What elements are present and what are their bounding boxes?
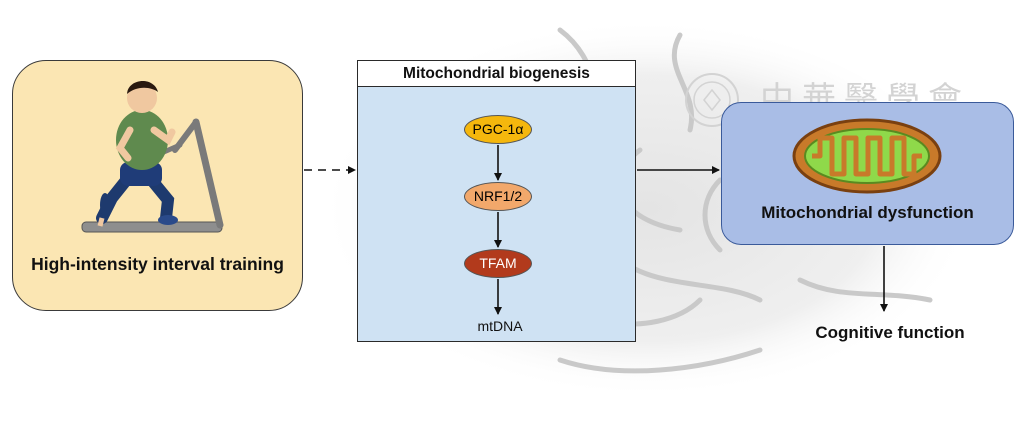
hiit-label: High-intensity interval training [31,254,284,274]
mtdna-label: mtDNA [477,318,523,334]
mitochondria-label: Mitochondrial dysfunction [761,203,974,222]
biogenesis-title: Mitochondrial biogenesis [357,60,636,87]
treadmill-runner-illustration [81,80,224,233]
pgc1a-node: PGC-1α [464,115,532,144]
tfam-node: TFAM [464,249,532,278]
mitochondrion-icon [792,118,942,194]
cognitive-function-label: Cognitive function [815,323,965,342]
nrf12-node: NRF1/2 [464,182,532,211]
watermark-seal [685,73,739,127]
